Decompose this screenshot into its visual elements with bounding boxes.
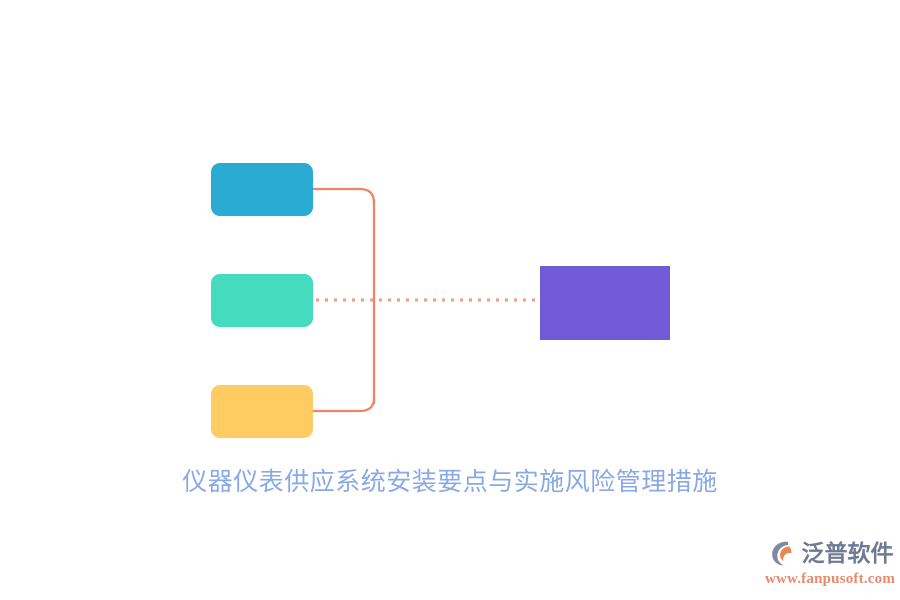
- brand-name: 泛普软件: [801, 539, 894, 566]
- diagram-node-yellow[interactable]: [211, 385, 313, 438]
- page-title: 仪器仪表供应系统安装要点与实施风险管理措施: [182, 469, 718, 496]
- diagram-node-purple[interactable]: [540, 266, 670, 340]
- brand-url: www.fanpusoft.com: [764, 571, 896, 587]
- diagram-node-yellow-label: [211, 385, 313, 438]
- diagram-node-green-label: [211, 274, 313, 327]
- connector-blue-to-trunk: [311, 187, 376, 205]
- diagram-node-blue-label: [211, 163, 313, 216]
- watermark-top-row: 泛普软件: [767, 536, 894, 570]
- diagram-node-purple-label: [540, 266, 670, 340]
- diagram-node-blue[interactable]: [211, 163, 313, 216]
- watermark-logo: 泛普软件 www.fanpusoft.com: [764, 536, 896, 592]
- fanpu-logo-icon: [771, 541, 791, 566]
- diagram-node-green[interactable]: [211, 274, 313, 327]
- connector-yellow-to-trunk: [311, 396, 376, 413]
